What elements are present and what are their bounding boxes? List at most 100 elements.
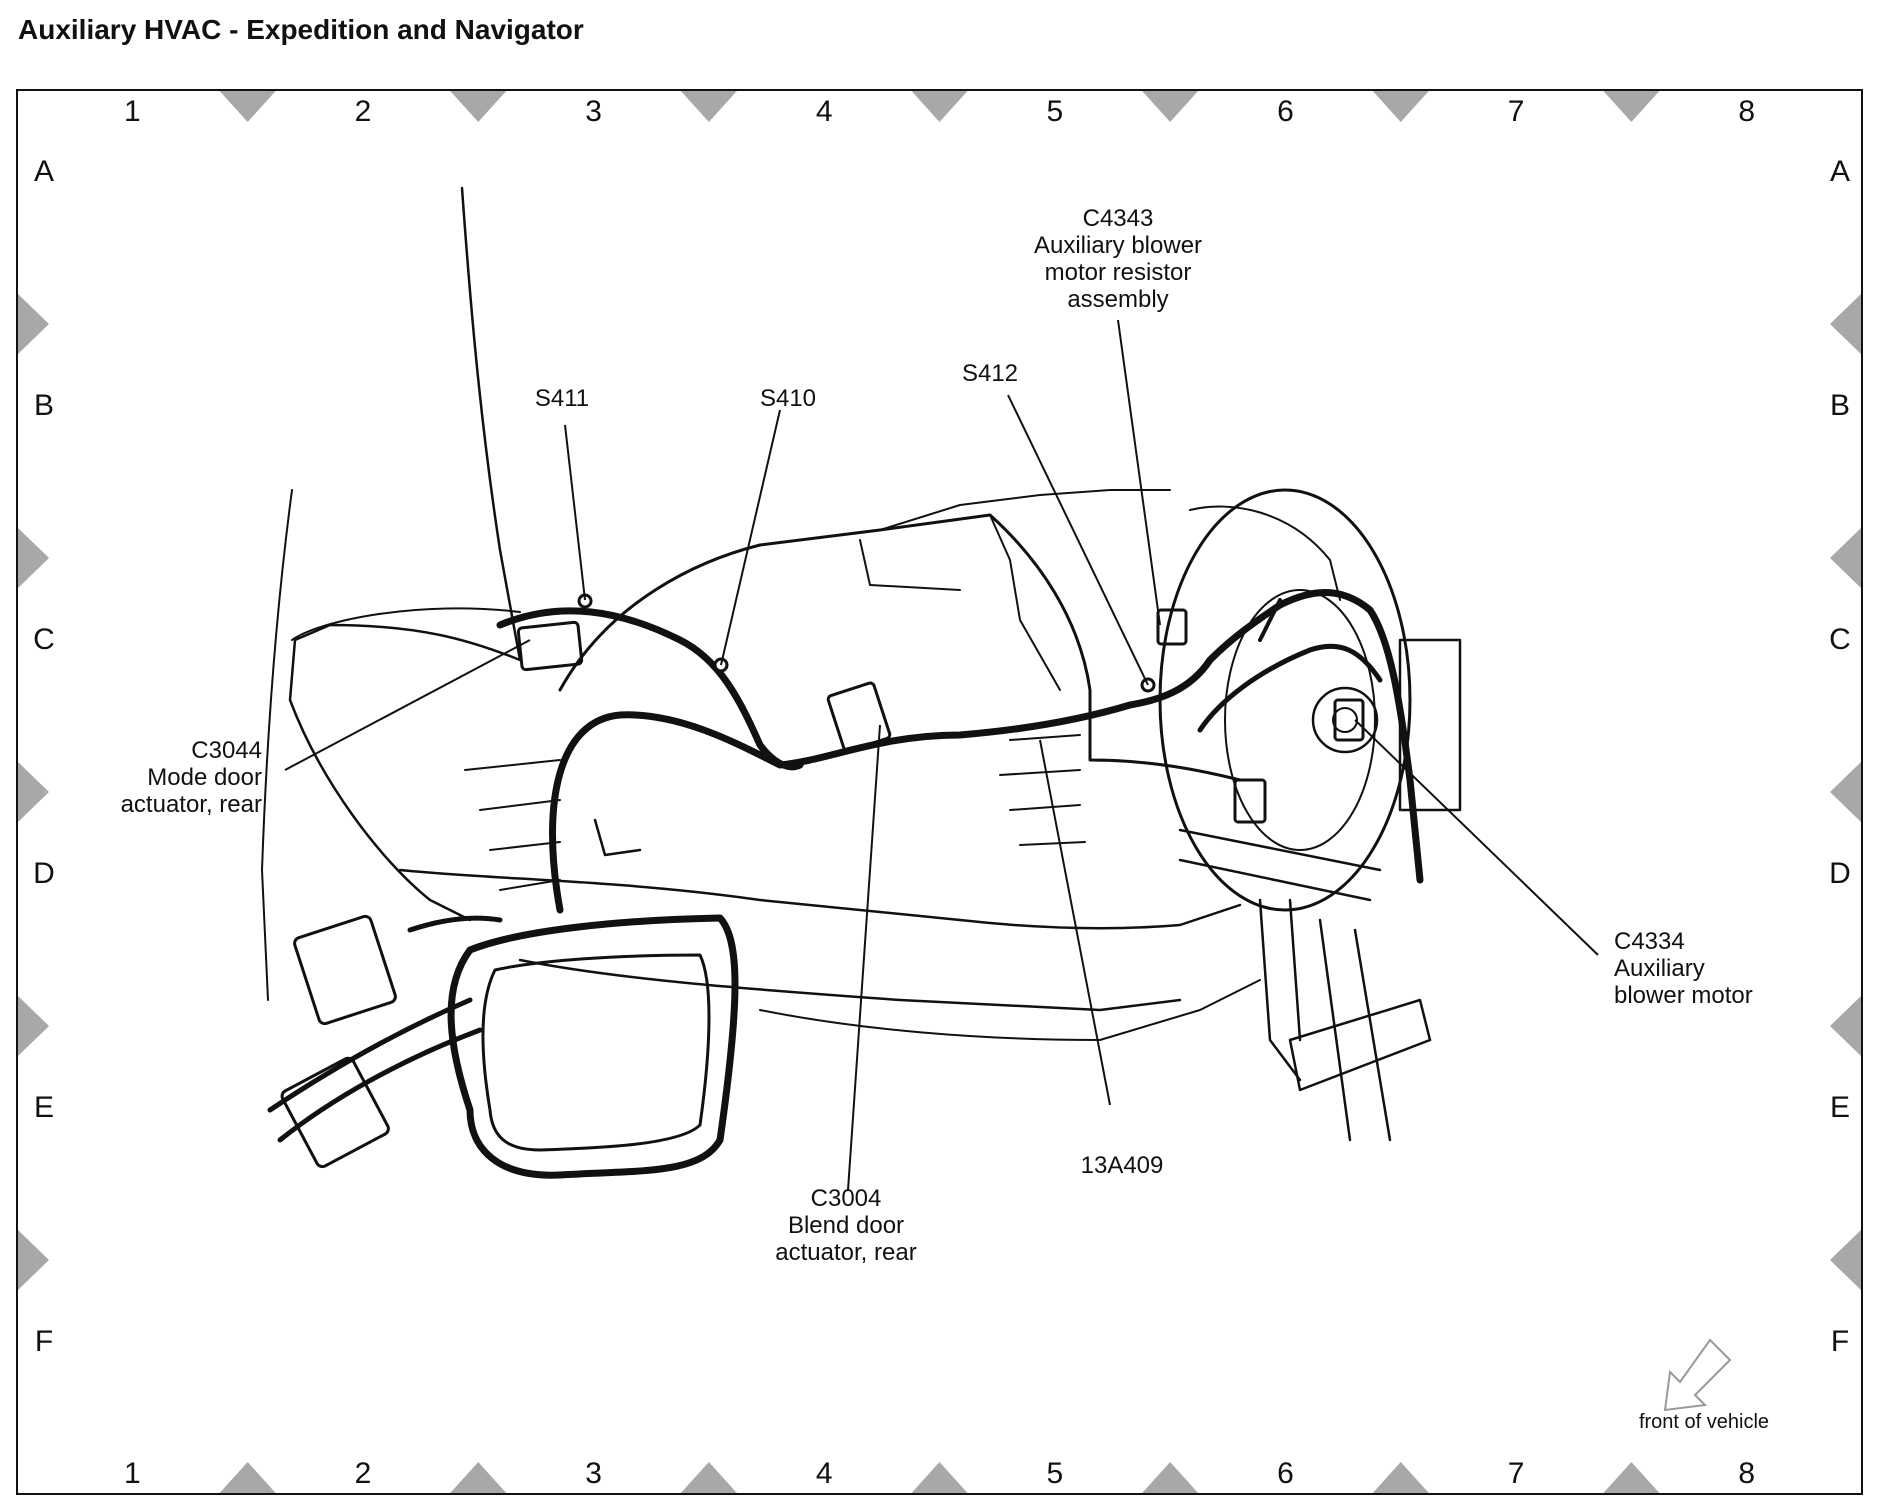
callout-description-line: actuator, rear [120,791,262,818]
grid-column-label-top: 5 [1046,95,1064,128]
callout-s410: S410 [760,385,816,412]
grid-column-label-top: 1 [123,95,141,128]
zone-marker-triangle [219,91,276,122]
zone-marker-triangle [1830,996,1861,1056]
zone-marker-triangle [18,762,49,822]
grid-row-label-right: F [1830,1325,1850,1358]
zone-marker-triangle [219,1462,276,1493]
leader-13a409 [1039,739,1111,1106]
callout-description-line: Auxiliary blower [1033,232,1203,259]
callout-description-line: blower motor [1614,982,1753,1009]
grid-row-label-right: E [1829,1091,1851,1124]
callout-s412: S412 [962,360,1018,387]
wire-harness-13a409 [549,589,1424,914]
callout-description-line: Auxiliary [1614,955,1705,982]
callout-description-line: Blend door [787,1212,905,1239]
callout-code: S412 [961,360,1019,387]
zone-marker-triangle [450,1462,507,1493]
grid-column-label-top: 7 [1507,95,1525,128]
callout-code: S410 [759,385,817,412]
callout-code: C4334 [1614,928,1685,955]
grid-row-label-left: B [33,389,55,422]
zone-marker-triangle [18,996,49,1056]
connector-left-lower [280,1056,390,1169]
zone-marker-triangle [18,1230,49,1290]
grid-row-label-left: A [33,155,55,188]
zone-marker-triangle [1830,1230,1861,1290]
zone-marker-triangle [680,1462,737,1493]
grid-border [16,89,1863,1495]
grid-row-label-right: A [1829,155,1851,188]
grid-column-label-bottom: 3 [585,1457,602,1490]
grid-column-label-bottom: 4 [815,1457,833,1490]
leader-s410 [720,409,781,666]
grid-row-label-left: C [33,623,55,656]
leader-s412 [1007,394,1149,686]
zone-marker-triangle [450,91,507,122]
connector-left-upper [293,914,397,1026]
blower-motor-hub [1311,686,1379,754]
zone-marker-triangle [1603,1462,1660,1493]
grid-column-label-top: 3 [585,95,602,128]
hvac-assembly-illustration [261,186,1462,1179]
zone-marker-triangle [1830,528,1861,588]
zone-marker-triangle [1142,91,1199,122]
callout-code: S411 [534,385,590,412]
leader-c3044 [284,639,531,771]
zone-marker-triangle [1830,762,1861,822]
callout-code: C4343 [1082,205,1154,232]
grid-column-label-bottom: 1 [123,1457,141,1490]
grid-row-label-right: D [1829,857,1851,890]
zone-marker-triangle [1142,1462,1199,1493]
blower-motor-resistor [1233,778,1267,824]
zone-marker-triangle [680,91,737,122]
wire-harness-upper-branch [496,607,804,771]
zone-marker-triangle [911,1462,968,1493]
callout-description-line: actuator, rear [775,1239,917,1266]
callout-description-line: assembly [1067,286,1169,313]
zone-marker-triangle [1372,91,1429,122]
connector-c3044-body [516,620,584,672]
grid-column-label-bottom: 5 [1046,1457,1064,1490]
leader-c3004 [847,724,881,1191]
zone-marker-triangle [911,91,968,122]
wire-harness-left-leads [267,915,503,1143]
callout-code: 13A409 [1080,1152,1164,1179]
callout-leaders [284,319,1599,1191]
callout-code: C3044 [191,737,262,764]
grid-row-label-left: F [34,1325,54,1358]
grid-column-label-bottom: 6 [1277,1457,1294,1490]
leader-s411 [564,424,586,601]
grid-row-label-right: C [1829,623,1851,656]
callout-code: C3004 [810,1185,882,1212]
arrow-down-left-icon [1663,1338,1732,1412]
front-of-vehicle-label: front of vehicle [1638,1411,1770,1433]
zone-marker-triangle [1603,91,1660,122]
zone-marker-triangle [1830,294,1861,354]
main-case-outline [558,513,1242,782]
coolant-pipes [1178,828,1392,1142]
wire-harness-front-loop [447,914,739,1179]
grid-column-label-top: 6 [1277,95,1294,128]
grid-column-label-top: 4 [815,95,833,128]
grid-row-label-left: E [33,1091,55,1124]
grid-column-label-bottom: 2 [354,1457,372,1490]
leader-c4334 [1354,719,1599,956]
zone-marker-triangle [18,528,49,588]
zone-marker-triangle [1372,1462,1429,1493]
leader-c4343 [1117,319,1161,626]
connector-c4343-body [1156,608,1188,646]
grid-column-label-bottom: 7 [1507,1457,1525,1490]
callout-description-line: motor resistor [1044,259,1192,286]
callout-13a409: 13A409 [1081,1152,1164,1179]
callout-description-line: Mode door [147,764,262,791]
housing-left-outline [288,186,522,922]
zone-marker-triangle [18,294,49,354]
grid-column-label-bottom: 8 [1738,1457,1756,1490]
